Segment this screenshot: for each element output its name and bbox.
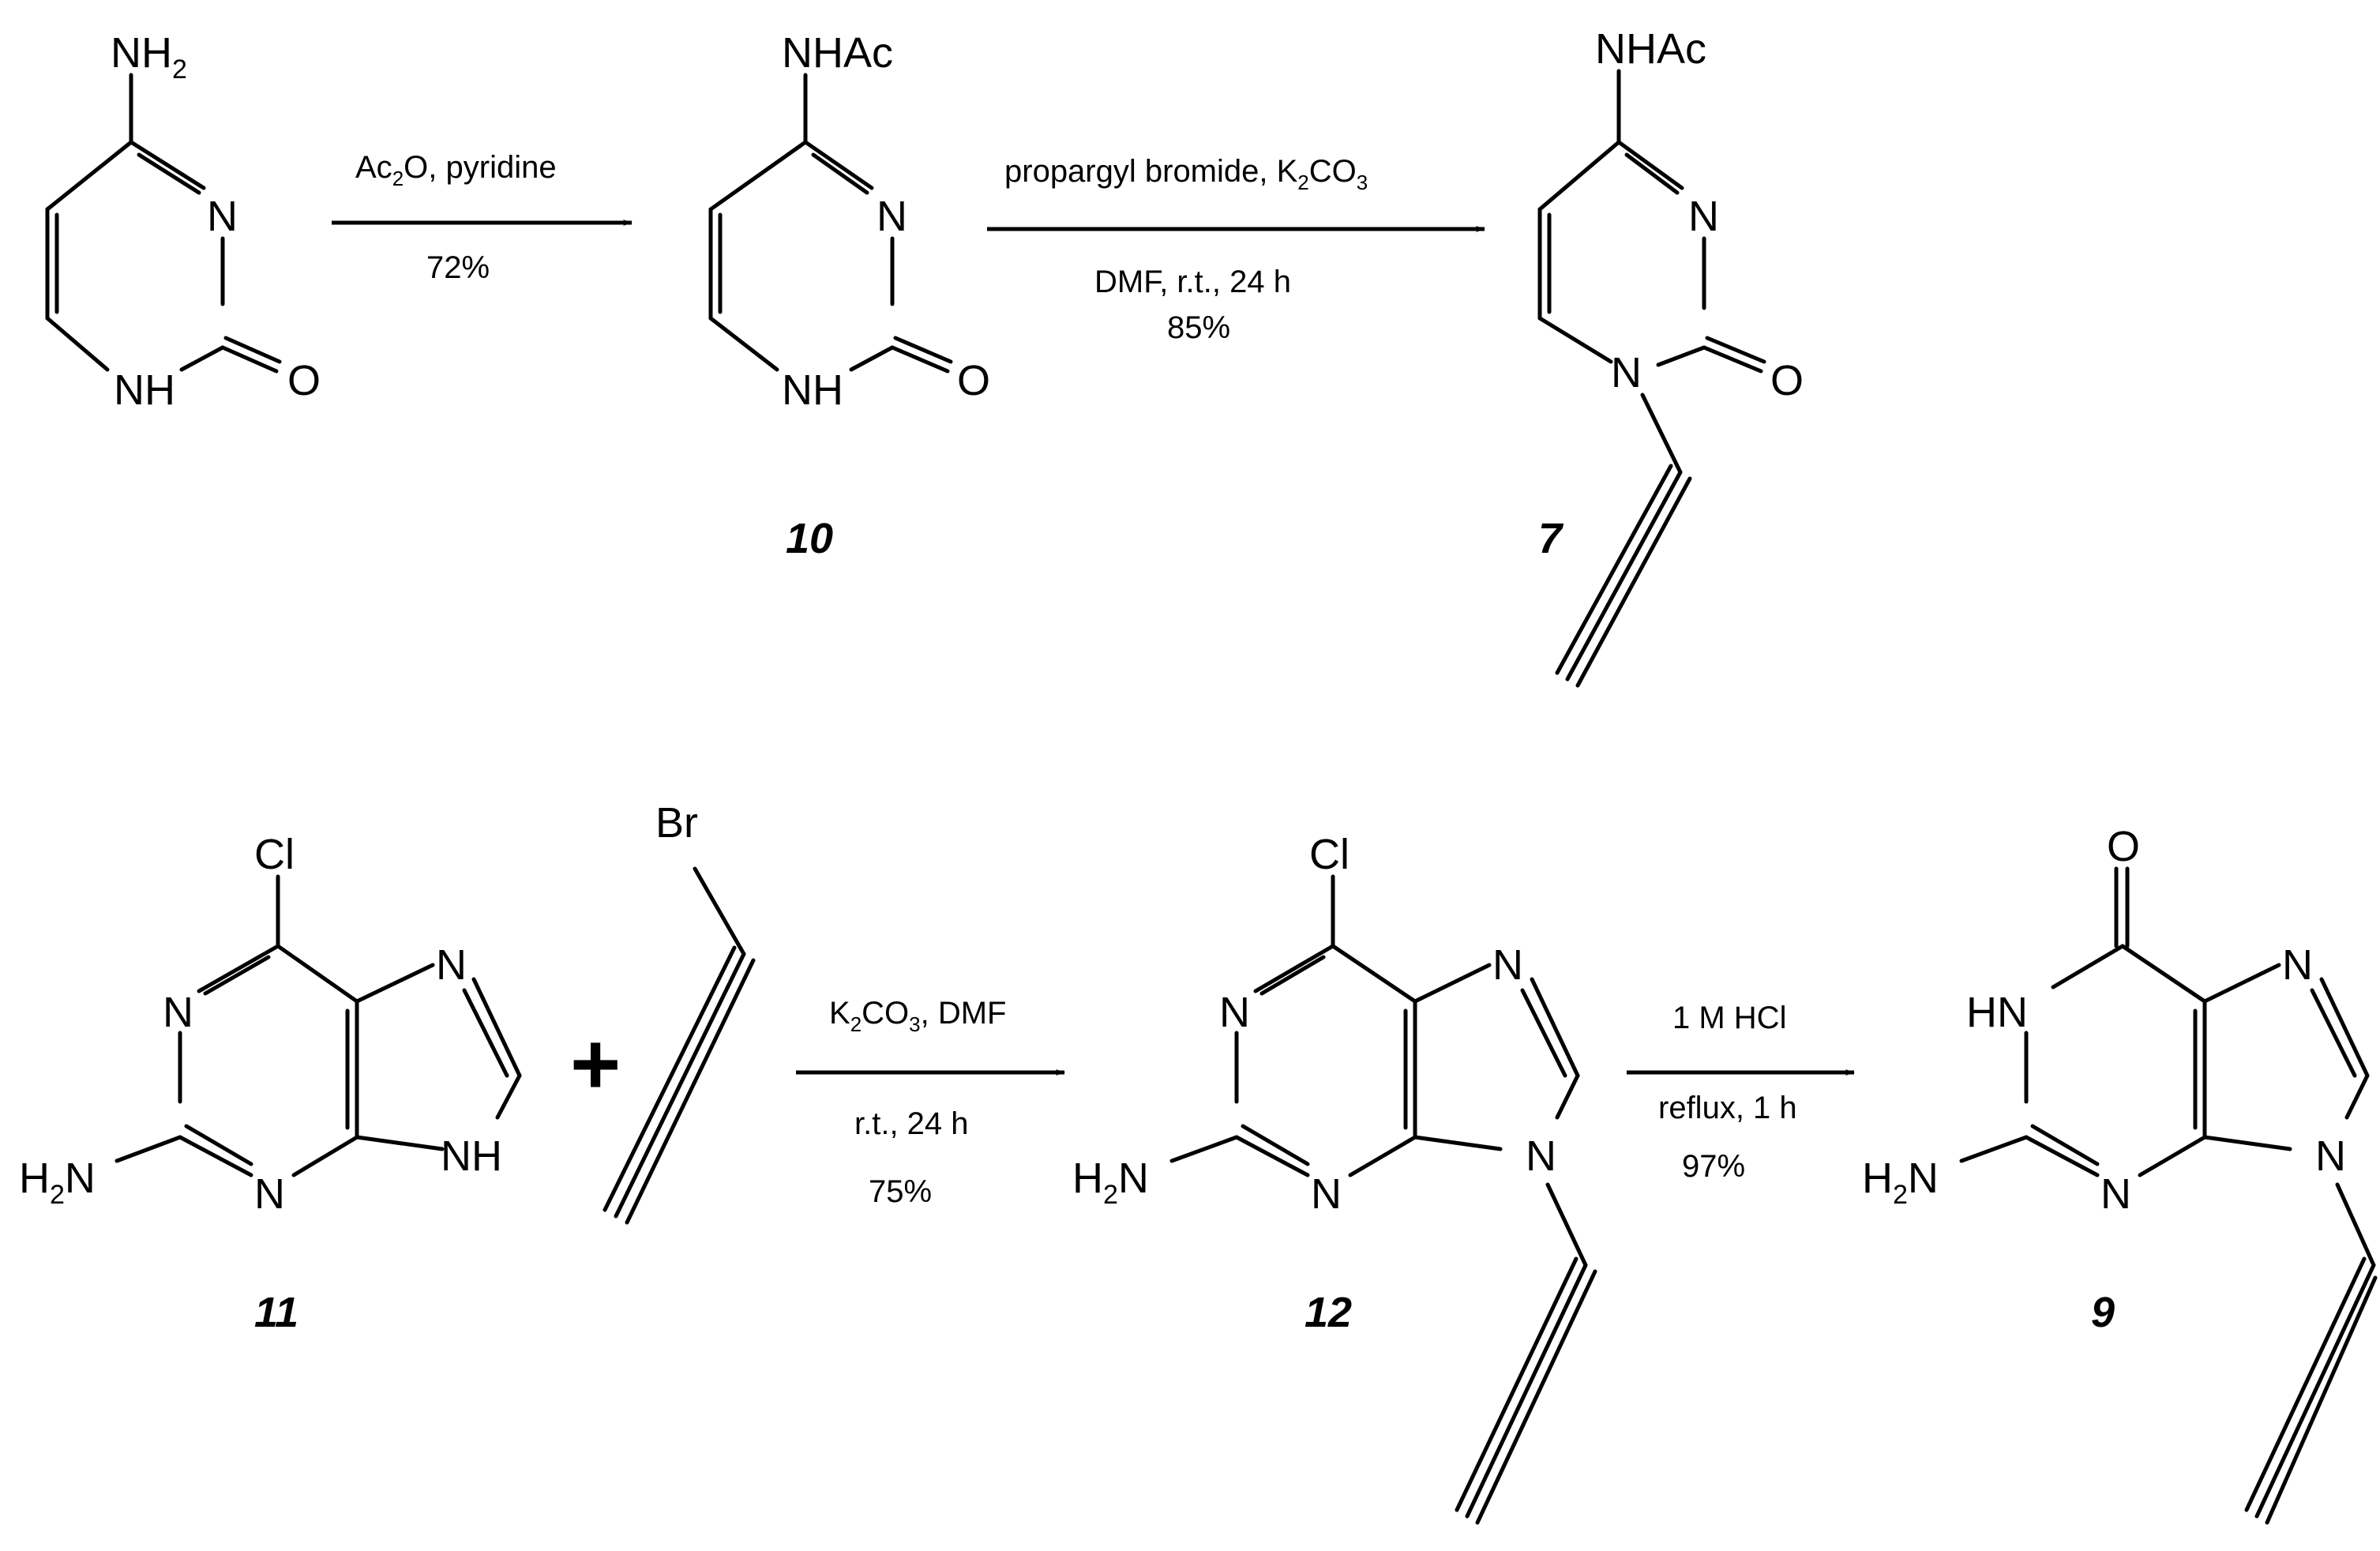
compound-9-n3-label: N xyxy=(2100,1170,2131,1218)
compound-9-n7-label: N xyxy=(2282,941,2313,989)
step4-yield: 97% xyxy=(1682,1149,1745,1184)
plus-sign: + xyxy=(570,1016,621,1113)
compound-11-structure: Cl N N N NH H2N 11 xyxy=(19,831,522,1336)
compound-12-n3-label: N xyxy=(1311,1170,1342,1218)
compound-7-n3-label: N xyxy=(1688,193,1719,240)
compound-10-n3-label: N xyxy=(877,193,907,240)
reaction-step-3: K2CO3, DMF r.t., 24 h 75% xyxy=(796,996,1065,1209)
compound-12-cl-label: Cl xyxy=(1309,831,1350,878)
compound-11-n3-label: N xyxy=(254,1170,285,1218)
cytosine-bonds xyxy=(45,73,282,374)
compound-11-n7-label: N xyxy=(436,941,467,989)
compound-12-bonds xyxy=(1169,874,1597,1525)
cytosine-n3-label: N xyxy=(207,193,238,240)
propargyl-bromide-structure: Br xyxy=(603,799,756,1225)
compound-10-number: 10 xyxy=(786,515,833,562)
step1-reagents: Ac2O, pyridine xyxy=(355,150,557,190)
compound-10-o-label: O xyxy=(957,357,990,404)
step4-conditions: reflux, 1 h xyxy=(1658,1091,1797,1125)
step2-yield: 85% xyxy=(1167,310,1230,345)
cytosine-nh-label: NH xyxy=(114,366,175,414)
compound-9-o-label: O xyxy=(2107,823,2140,870)
compound-10-nh-label: NH xyxy=(782,366,843,414)
compound-11-cl-label: Cl xyxy=(254,831,295,878)
compound-12-h2n-label: H2N xyxy=(1072,1155,1149,1210)
compound-10-structure: NHAc N NH O 10 xyxy=(708,29,990,562)
step2-reagents: propargyl bromide, K2CO3 xyxy=(1004,154,1368,194)
compound-12-number: 12 xyxy=(1304,1289,1352,1336)
compound-12-n7-label: N xyxy=(1492,941,1523,989)
compound-12-structure: Cl N N N N H2N 12 xyxy=(1072,831,1597,1525)
cytosine-o-label: O xyxy=(287,357,321,404)
step2-solvent-conditions: DMF, r.t., 24 h xyxy=(1094,265,1291,299)
reaction-step-1: Ac2O, pyridine 72% xyxy=(332,150,633,285)
compound-10-bonds xyxy=(708,73,953,374)
compound-9-bonds xyxy=(1959,866,2378,1525)
cytosine-nh2-label: NH2 xyxy=(111,29,187,84)
compound-9-h2n-label: H2N xyxy=(1862,1155,1939,1210)
compound-9-structure: O HN N N N H2N 9 xyxy=(1862,823,2378,1525)
cytosine-structure: NH2 N NH O xyxy=(45,29,321,414)
step4-reagent: 1 M HCl xyxy=(1672,1001,1786,1035)
compound-7-number: 7 xyxy=(1538,515,1564,562)
step3-reagents: K2CO3, DMF xyxy=(829,996,1007,1036)
compound-7-bonds xyxy=(1537,69,1766,688)
compound-11-bonds xyxy=(114,874,522,1177)
step1-yield: 72% xyxy=(426,250,490,285)
reaction-step-4: 1 M HCl reflux, 1 h 97% xyxy=(1627,1001,1855,1184)
step3-yield: 75% xyxy=(869,1174,932,1209)
compound-11-h2n-label: H2N xyxy=(19,1155,96,1210)
compound-11-n1-label: N xyxy=(163,989,193,1036)
compound-7-n1-label: N xyxy=(1611,349,1642,396)
compound-7-o-label: O xyxy=(1770,357,1804,404)
compound-7-structure: NHAc N N O 7 xyxy=(1537,25,1804,688)
compound-10-nhac-label: NHAc xyxy=(782,29,893,77)
compound-12-n9-label: N xyxy=(1526,1132,1556,1180)
propargyl-bromide-bonds xyxy=(603,866,756,1225)
compound-9-n9-label: N xyxy=(2315,1132,2346,1180)
compound-12-n1-label: N xyxy=(1219,989,1250,1036)
propargyl-bromide-br-label: Br xyxy=(655,799,698,847)
compound-7-nhac-label: NHAc xyxy=(1595,25,1706,73)
compound-9-hn-label: HN xyxy=(1966,989,2028,1036)
compound-9-number: 9 xyxy=(2091,1289,2115,1336)
reaction-step-2: propargyl bromide, K2CO3 DMF, r.t., 24 h… xyxy=(987,154,1485,345)
compound-11-number: 11 xyxy=(254,1289,298,1336)
step3-conditions: r.t., 24 h xyxy=(854,1106,969,1141)
compound-11-nh-label: NH xyxy=(441,1132,502,1180)
